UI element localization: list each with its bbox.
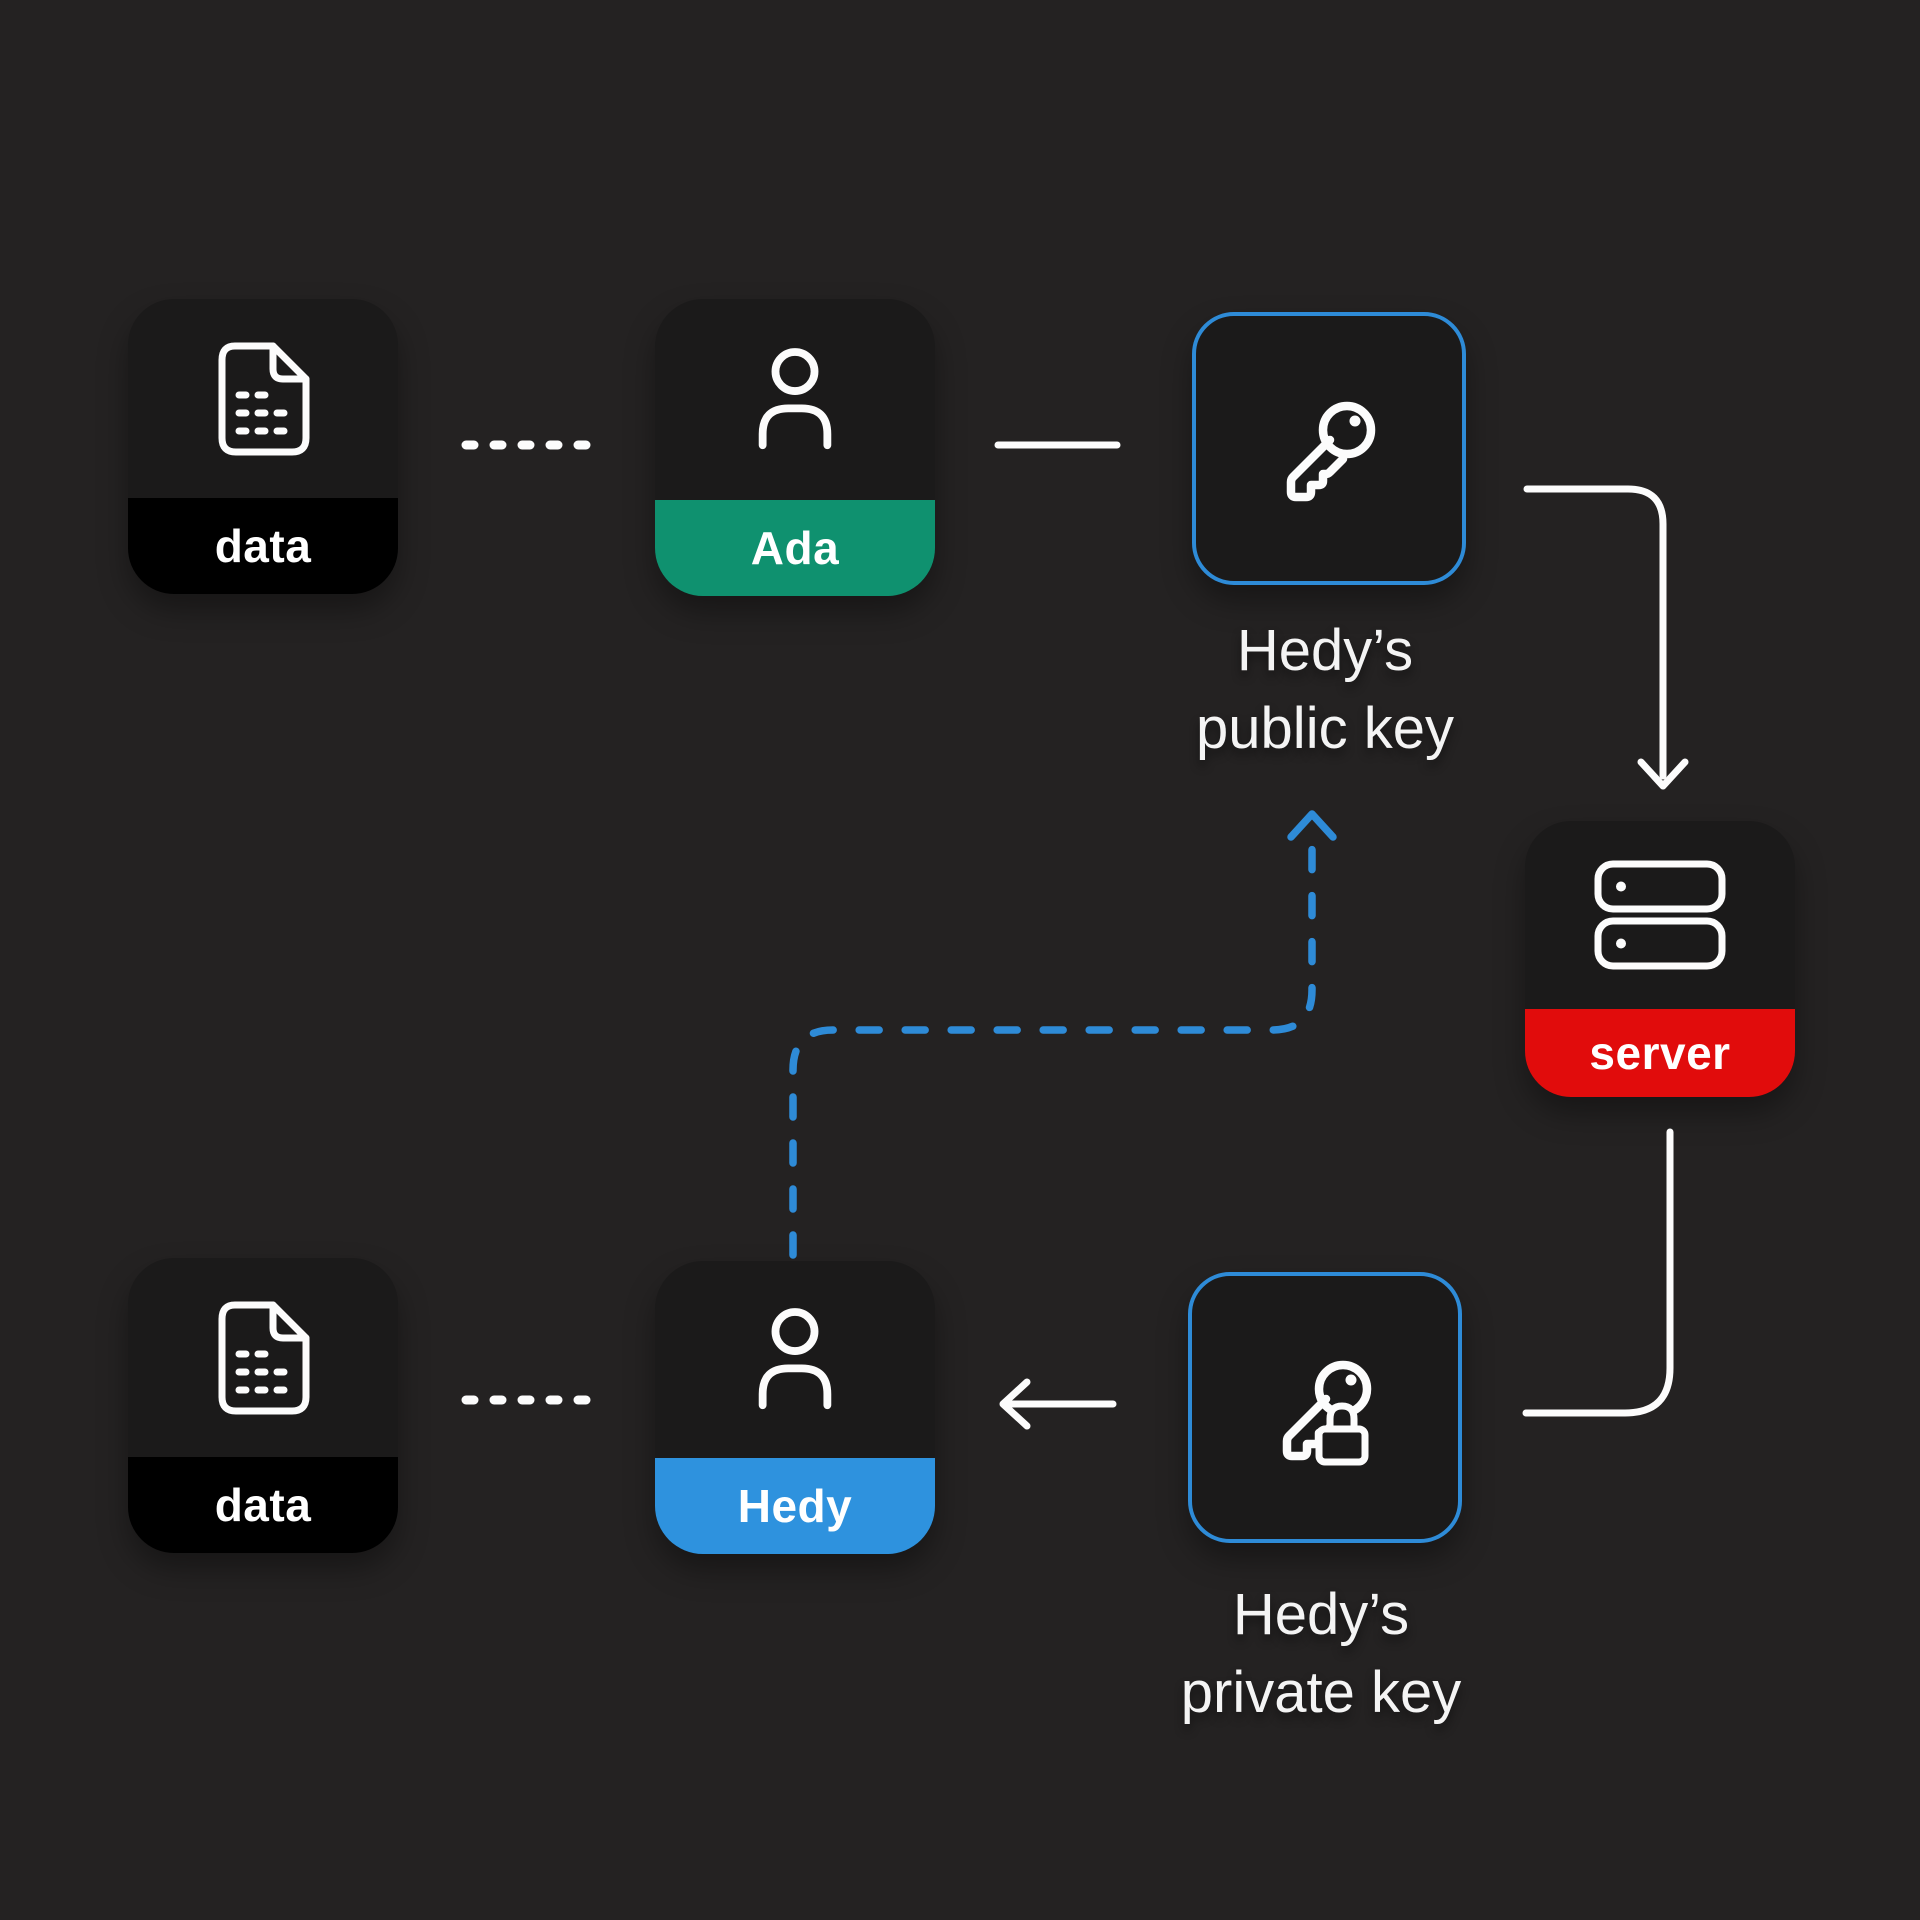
data-card-top: data (128, 299, 398, 594)
private-key-caption-line1: Hedy’s (1232, 1582, 1410, 1647)
data-card-bottom: data (128, 1258, 398, 1553)
key-lock-icon (1282, 1360, 1372, 1465)
dotted-connector-data-ada (461, 440, 598, 450)
server-card-strip: server (1525, 1009, 1795, 1097)
hedy-card: Hedy (655, 1261, 935, 1554)
line-ada-publickey (994, 441, 1121, 449)
dotted-connector-data-hedy (461, 1395, 598, 1405)
dashed-arrow-hedy-publickey (789, 810, 1337, 1259)
server-icon (1594, 860, 1726, 970)
server-card-body (1525, 821, 1795, 1009)
server-card: server (1525, 821, 1795, 1097)
public-key-caption-line2: public key (1196, 696, 1454, 761)
document-icon (218, 1301, 310, 1414)
ada-card-label: Ada (750, 522, 840, 574)
data-card-top-body (128, 299, 398, 498)
hedy-card-label: Hedy (737, 1480, 853, 1532)
private-key-caption: Hedy’s private key (1101, 1576, 1541, 1732)
private-key-caption-line2: private key (1180, 1660, 1462, 1725)
line-server-privatekey (1522, 1128, 1674, 1417)
public-key-card (1192, 312, 1466, 585)
document-icon (218, 342, 310, 455)
arrow-privatekey-hedy (999, 1378, 1117, 1430)
public-key-caption: Hedy’s public key (1105, 612, 1545, 768)
public-key-caption-line1: Hedy’s (1236, 618, 1414, 683)
ada-card-body (655, 299, 935, 500)
person-icon (758, 1307, 832, 1409)
ada-card-strip: Ada (655, 500, 935, 596)
data-card-top-label: data (214, 520, 312, 572)
arrow-publickey-server (1523, 485, 1689, 790)
data-card-bottom-strip: data (128, 1457, 398, 1553)
hedy-card-strip: Hedy (655, 1458, 935, 1554)
private-key-card (1188, 1272, 1462, 1543)
data-card-bottom-body (128, 1258, 398, 1457)
server-card-label: server (1589, 1027, 1731, 1079)
person-icon (758, 347, 832, 449)
key-icon (1286, 401, 1376, 501)
data-card-bottom-label: data (214, 1479, 312, 1531)
ada-card: Ada (655, 299, 935, 596)
hedy-card-body (655, 1261, 935, 1458)
data-card-top-strip: data (128, 498, 398, 594)
